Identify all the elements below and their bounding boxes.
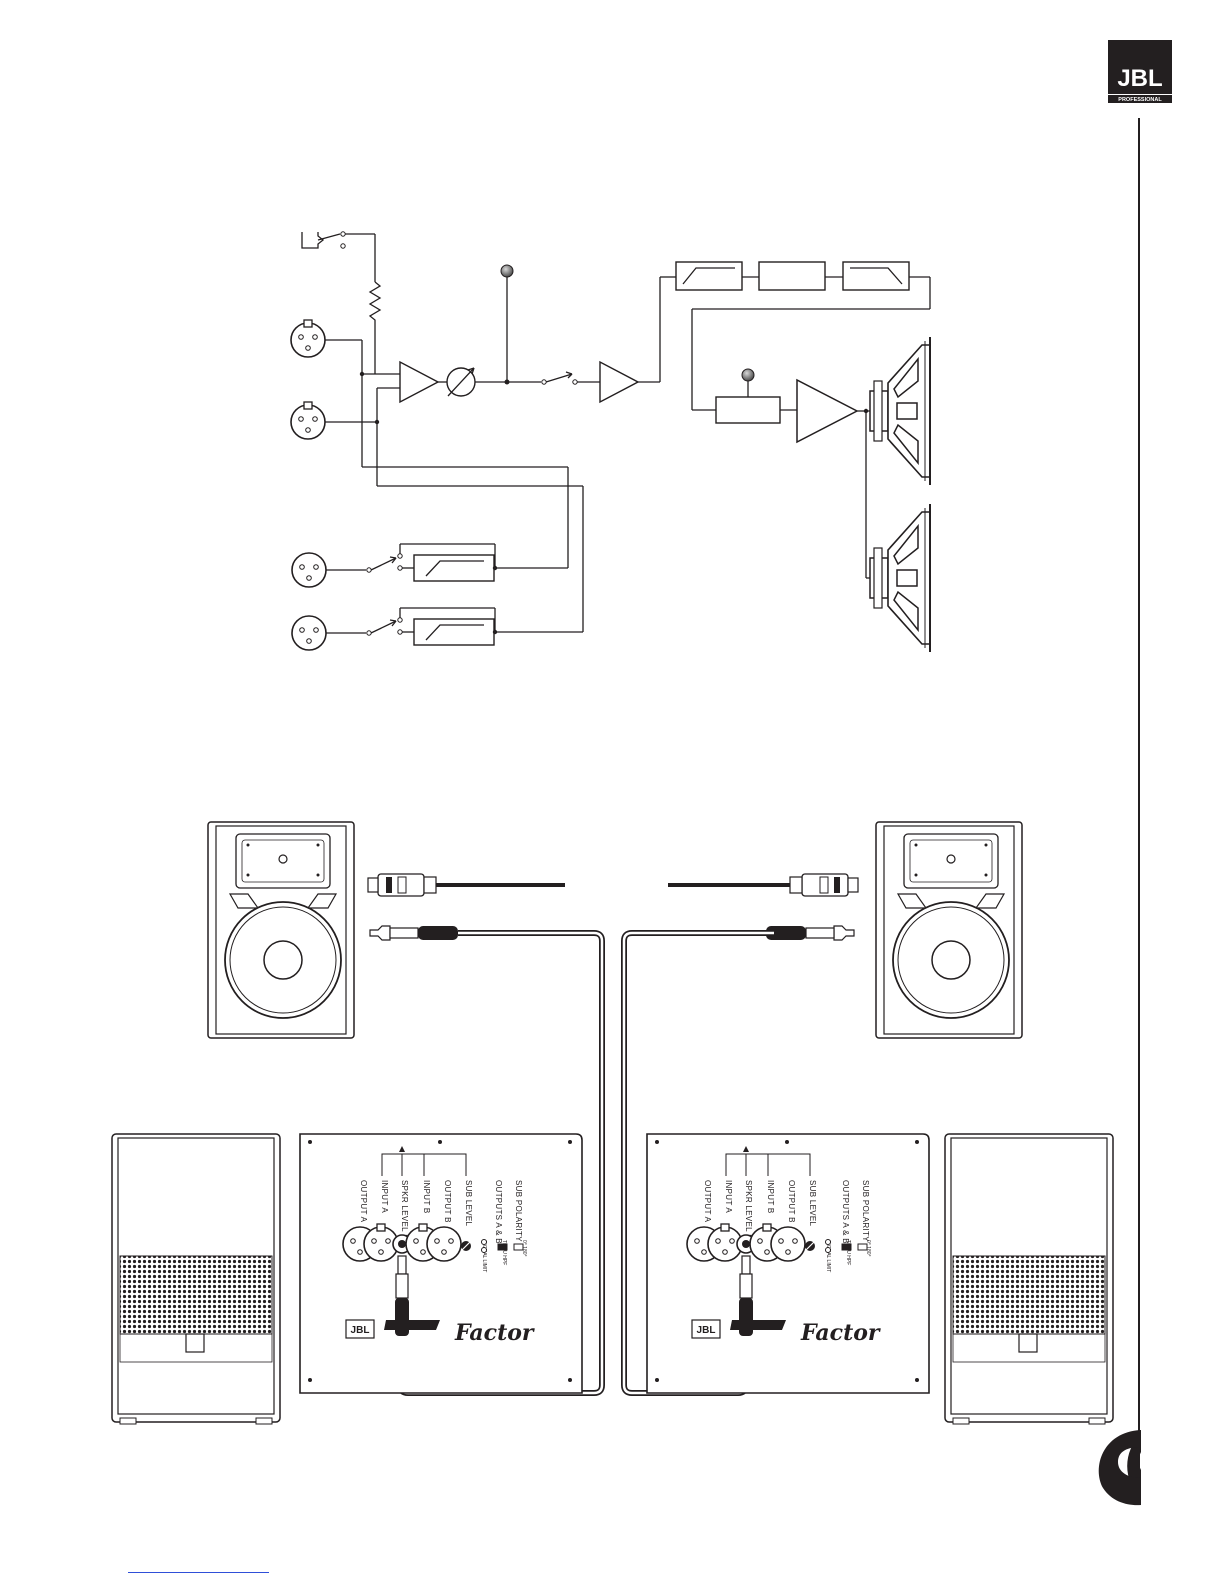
left-panel-jbl-logo: JBL — [351, 1325, 370, 1336]
r-label-sub-level: SUB LEVEL — [808, 1180, 817, 1227]
left-polarity-switch-icon — [514, 1244, 523, 1250]
output-a-hpf-box — [414, 555, 494, 581]
lpf-box — [843, 262, 909, 290]
right-panel-jbl-logo: JBL — [697, 1325, 716, 1336]
left-limit-led-icon — [482, 1248, 487, 1253]
xlr-input-b-icon — [291, 402, 325, 439]
r-label-outputs-a-b: OUTPUTS A & B — [841, 1180, 850, 1244]
signal-flow-diagram — [291, 232, 930, 652]
label-output-b: OUTPUT B — [443, 1180, 452, 1223]
quarter-inch-jack-icon — [302, 232, 375, 282]
right-jack-plug-icon — [766, 926, 854, 940]
right-hpf-switch-icon — [842, 1244, 851, 1250]
left-hpf-switch-icon — [498, 1244, 507, 1250]
left-subwoofer — [112, 1134, 280, 1424]
logo-text: JBL — [1117, 65, 1162, 92]
label-input-a: INPUT A — [380, 1180, 389, 1213]
right-panel-brand-mark — [730, 1320, 786, 1330]
r-label-spkr-level-in: SPKR LEVEL IN — [744, 1180, 753, 1243]
right-subwoofer — [945, 1134, 1113, 1424]
eq-box — [759, 262, 825, 290]
label-input-b: INPUT B — [422, 1180, 431, 1214]
right-speakon-connector-icon — [790, 874, 858, 896]
woofer-1-icon — [870, 337, 930, 485]
left-output-b-xlr-icon — [427, 1227, 461, 1261]
label-spkr-level-in: SPKR LEVEL IN — [400, 1180, 409, 1243]
xlr-output-b-icon — [292, 616, 326, 650]
signal-led-icon — [501, 265, 513, 277]
left-jack-plug-icon — [370, 926, 458, 940]
right-output-b-xlr-icon — [771, 1227, 805, 1261]
right-polarity-switch-icon — [858, 1244, 867, 1250]
jbl-logo: JBL PROFESSIONAL — [1108, 40, 1172, 103]
left-signal-led-icon — [482, 1240, 487, 1245]
xlr-output-a-icon — [292, 553, 326, 587]
label-sub-level: SUB LEVEL — [464, 1180, 473, 1227]
label-outputs-a-b: OUTPUTS A & B — [494, 1180, 503, 1244]
woofer-2-icon — [870, 504, 930, 652]
r-label-output-a: OUTPUT A — [703, 1180, 712, 1223]
right-sub-level-knob-icon — [805, 1241, 815, 1251]
left-sub-level-knob-icon — [461, 1241, 471, 1251]
limiter-box — [716, 397, 780, 423]
left-rear-panel: OUTPUT A INPUT A SPKR LEVEL IN INPUT B O… — [300, 1134, 582, 1393]
power-amplifier-icon — [797, 380, 857, 442]
left-panel-brand: Factor — [454, 1320, 535, 1346]
label-sub-polarity: SUB POLARITY — [514, 1180, 523, 1242]
limit-led-icon — [742, 369, 754, 381]
left-panel-brand-mark — [384, 1320, 440, 1330]
r-label-input-b: INPUT B — [766, 1180, 775, 1214]
right-rear-panel: OUTPUT A INPUT A SPKR LEVEL IN INPUT B O… — [647, 1134, 929, 1393]
output-b-hpf-box — [414, 619, 494, 645]
left-speakon-connector-icon — [368, 874, 436, 896]
right-signal-led-icon — [826, 1240, 831, 1245]
r-label-input-a: INPUT A — [724, 1180, 733, 1213]
xlr-input-a-icon — [291, 320, 325, 357]
left-top-speaker — [208, 822, 354, 1038]
right-top-speaker — [876, 822, 1022, 1038]
r-label-sub-polarity: SUB POLARITY — [861, 1180, 870, 1242]
r-label-output-b: OUTPUT B — [787, 1180, 796, 1223]
input-amplifier-icon — [400, 362, 438, 402]
buffer-amplifier-icon — [600, 362, 638, 402]
label-output-a: OUTPUT A — [359, 1180, 368, 1223]
logo-subtext: PROFESSIONAL — [1118, 97, 1162, 103]
hpf-box — [676, 262, 742, 290]
right-panel-brand: Factor — [800, 1320, 881, 1346]
footer-link-underline[interactable] — [128, 1572, 269, 1573]
resistor-icon — [370, 282, 380, 324]
right-limit-led-icon — [826, 1248, 831, 1253]
